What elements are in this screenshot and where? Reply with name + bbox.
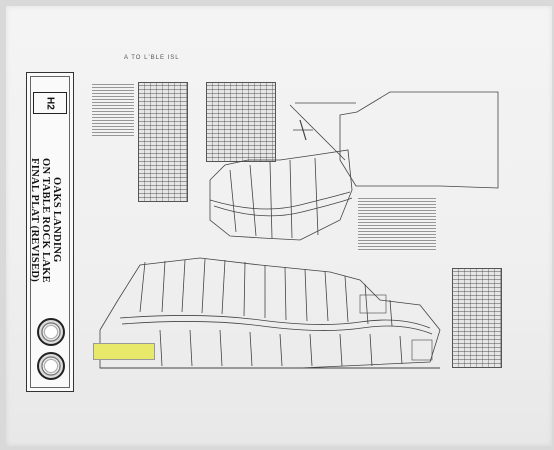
lot-line <box>399 335 403 365</box>
lot-line <box>221 259 226 315</box>
lot-line <box>304 268 308 322</box>
plat-sheet <box>6 6 552 446</box>
highlighted-lot <box>93 343 155 360</box>
lot-line <box>243 261 246 317</box>
road-centerline <box>209 191 351 210</box>
lot-line <box>339 333 343 367</box>
plat-notes-block <box>358 196 436 252</box>
lot-line <box>201 258 206 314</box>
top-annotation: A TO L'BLE ISL <box>124 55 180 61</box>
lot-line <box>161 260 166 313</box>
seal-stamp-bottom <box>37 352 65 380</box>
lot-line <box>389 299 393 327</box>
lot-line <box>364 283 369 325</box>
lot-detail-box <box>359 294 387 314</box>
lot-detail-box <box>411 339 433 361</box>
road-centerline <box>119 315 431 329</box>
lot-line <box>229 169 237 233</box>
lot-line <box>314 157 319 236</box>
title-line-2: ON TABLE ROCK LAKE <box>40 157 51 283</box>
lot-table-left <box>138 82 188 202</box>
lot-table-middle <box>206 82 276 162</box>
lot-line <box>219 329 223 367</box>
lot-line <box>369 333 373 367</box>
lot-line <box>269 161 273 239</box>
legend-block <box>92 82 134 138</box>
road-edge <box>121 321 433 335</box>
lot-line <box>189 329 193 367</box>
plat-title: OAKS LANDING ON TABLE ROCK LAKE FINAL PL… <box>29 140 62 300</box>
lot-line <box>289 159 293 239</box>
lot-line <box>344 275 349 323</box>
property-line <box>289 104 346 161</box>
subdivision-boundary <box>209 149 353 241</box>
seal-stamp-top <box>37 318 65 346</box>
title-line-3: FINAL PLAT (REVISED) <box>29 157 40 283</box>
lot-line <box>309 333 313 367</box>
lot-line <box>159 329 163 367</box>
lot-line <box>249 164 257 237</box>
lot-table-right <box>452 268 502 368</box>
title-line-1: OAKS LANDING <box>51 177 62 263</box>
lot-line <box>139 261 146 313</box>
lot-line <box>249 331 253 367</box>
firm-logo: H2 <box>33 92 67 114</box>
lot-line <box>181 259 186 313</box>
lot-line <box>284 266 287 321</box>
lot-line <box>279 333 283 367</box>
tract-boundary <box>339 91 499 189</box>
road-edge <box>213 197 353 217</box>
lot-line <box>324 270 329 322</box>
